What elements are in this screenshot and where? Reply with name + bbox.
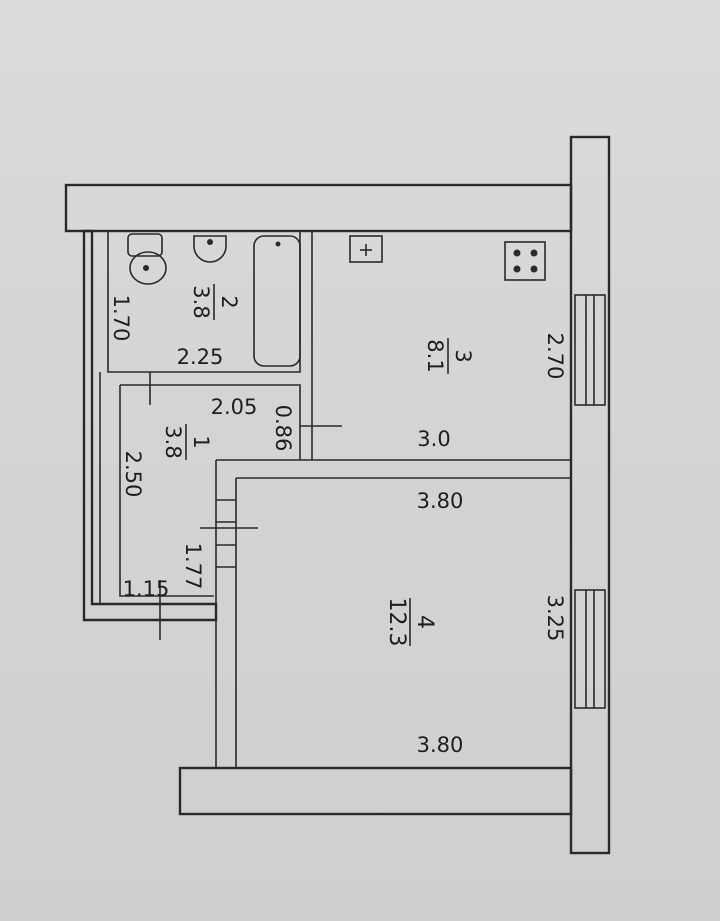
room-area: 3.8 [189, 285, 213, 318]
dim-hall-bottom: 1.15 [123, 577, 170, 601]
room-area: 8.1 [423, 339, 447, 372]
dim-room-bottom: 3.80 [417, 733, 464, 757]
hallway-outline [119, 385, 214, 597]
stove-icon [504, 241, 546, 281]
dim-kitchen-width: 3.0 [417, 427, 450, 451]
interior-walls [99, 232, 571, 768]
sink-icon [193, 235, 227, 263]
top-wall [64, 183, 573, 233]
room-area: 3.8 [161, 425, 185, 458]
room-left-partition [215, 460, 237, 768]
room-2-label: 2 3.8 [189, 284, 241, 320]
dim-room-depth: 3.25 [543, 595, 567, 642]
room-number: 1 [189, 435, 213, 448]
dim-hall-side: 2.50 [121, 451, 145, 498]
room-1-label: 1 3.8 [161, 424, 213, 460]
dim-kitchen-depth: 2.70 [543, 333, 567, 380]
room-number: 3 [451, 349, 475, 362]
dim-bath-width: 2.25 [177, 345, 224, 369]
bottom-wall [178, 766, 573, 816]
room-number: 4 [412, 615, 437, 629]
dim-room-top: 3.80 [417, 489, 464, 513]
room-area: 12.3 [384, 598, 409, 647]
window-upper [574, 294, 606, 406]
room-4-label: 4 12.3 [384, 598, 437, 647]
toilet-icon [127, 233, 167, 285]
window-lower [574, 589, 606, 709]
left-wall [82, 229, 218, 622]
dim-hall-depth: 0.86 [271, 405, 295, 452]
dim-bath-side: 1.70 [109, 295, 133, 342]
right-wall [569, 135, 611, 855]
room-3-label: 3 8.1 [423, 338, 475, 374]
bathtub-icon [253, 235, 301, 367]
dim-hall-width: 2.05 [211, 395, 258, 419]
kitchen-sink-icon [349, 235, 383, 263]
dim-door-width: 1.77 [181, 543, 205, 590]
room-number: 2 [217, 295, 241, 308]
hallway-top [120, 384, 301, 460]
exterior-walls [64, 135, 611, 855]
kitchen-room-partition [216, 459, 571, 479]
